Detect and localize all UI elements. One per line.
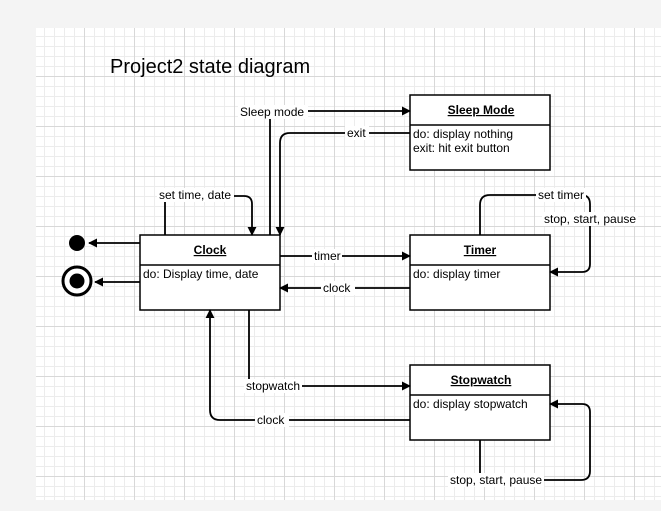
state-timer-line: do: display timer [413, 267, 500, 281]
transition-label: exit [347, 126, 366, 140]
initial-state [69, 235, 85, 251]
state-stopwatch-line: do: display stopwatch [413, 397, 528, 411]
transition-label: stopwatch [246, 379, 300, 393]
transition-set-time-date[interactable]: set time, date [157, 188, 257, 236]
state-timer-name: Timer [464, 243, 497, 257]
transition-stopwatch-controls[interactable]: stop, start, pause [448, 399, 591, 487]
transition-label: set time, date [159, 188, 231, 202]
transition-to-stopwatch[interactable]: stopwatch [244, 310, 411, 393]
state-sleep-mode-line: exit: hit exit button [413, 141, 510, 155]
diagram-canvas [36, 28, 661, 500]
state-clock-name: Clock [194, 243, 227, 257]
state-clock[interactable]: Clock do: Display time, date [139, 234, 281, 311]
transition-label: timer [314, 249, 341, 263]
diagram-title: Project2 state diagram [110, 56, 310, 78]
transition-timer-to-clock[interactable]: clock [279, 281, 410, 295]
transition-set-timer[interactable]: set timer stop, start, pause [479, 188, 638, 277]
transition-label: clock [257, 413, 285, 427]
final-state [61, 265, 93, 297]
transition-stopwatch-to-clock[interactable]: clock [205, 309, 410, 427]
transition-label: Sleep mode [240, 105, 304, 119]
transition-label: clock [323, 281, 351, 295]
transition-sleep-mode[interactable]: Sleep mode [238, 105, 411, 235]
transition-label: stop, start, pause [544, 212, 636, 226]
transition-to-timer[interactable]: timer [280, 249, 411, 263]
transition-label: stop, start, pause [450, 473, 542, 487]
state-timer[interactable]: Timer do: display timer [409, 234, 551, 311]
state-stopwatch-name: Stopwatch [451, 373, 512, 387]
state-clock-line: do: Display time, date [143, 267, 259, 281]
state-sleep-mode-line: do: display nothing [413, 127, 513, 141]
state-sleep-mode-name: Sleep Mode [448, 103, 515, 117]
transition-label: set timer [538, 188, 584, 202]
state-sleep-mode[interactable]: Sleep Mode do: display nothing exit: hit… [409, 94, 551, 171]
state-stopwatch[interactable]: Stopwatch do: display stopwatch [409, 364, 551, 441]
transition-exit[interactable]: exit [275, 126, 410, 236]
